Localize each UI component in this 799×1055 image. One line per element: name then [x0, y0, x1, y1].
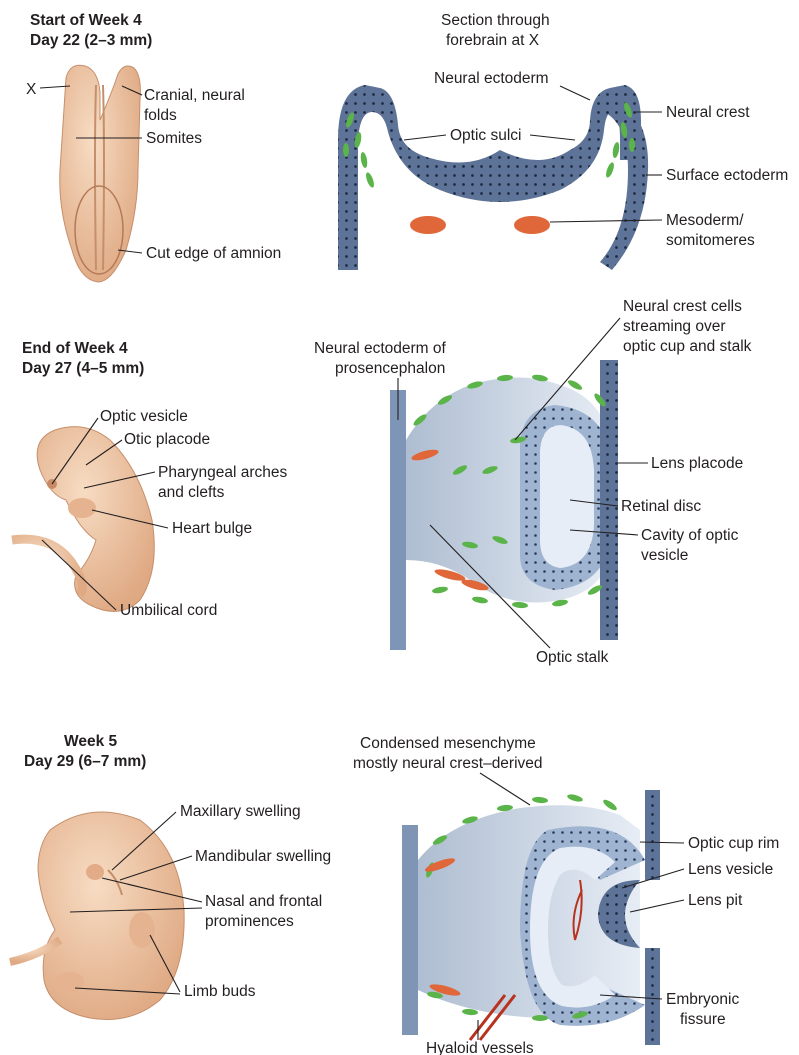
- label-somites: Somites: [146, 130, 202, 147]
- label-x: X: [26, 81, 37, 98]
- embryo-dorsal-view: [60, 65, 141, 282]
- optic-cup-section: [402, 790, 660, 1045]
- label-maxillary: Maxillary swelling: [180, 803, 301, 820]
- panel2-header-line2: Day 27 (4–5 mm): [22, 360, 144, 377]
- panel1-header-line1: Start of Week 4: [30, 12, 142, 29]
- label-nasal-2: prominences: [205, 913, 294, 930]
- label-lens-placode: Lens placode: [651, 455, 743, 472]
- label-optic-cup-rim: Optic cup rim: [688, 835, 779, 852]
- label-cranial-folds-1: Cranial, neural: [144, 87, 245, 104]
- label-limb-buds: Limb buds: [184, 983, 256, 1000]
- label-ne-prosencephalon-2: prosencephalon: [335, 360, 445, 377]
- panel1-header-line2: Day 22 (2–3 mm): [30, 32, 152, 49]
- label-retinal-disc: Retinal disc: [621, 498, 701, 515]
- label-umbilical-cord: Umbilical cord: [120, 602, 217, 619]
- label-pharyngeal-2: and clefts: [158, 484, 225, 501]
- label-cranial-folds-2: folds: [144, 107, 177, 124]
- label-ne-prosencephalon-1: Neural ectoderm of: [314, 340, 447, 357]
- label-cavity-2: vesicle: [641, 547, 688, 564]
- forebrain-cross-section: [338, 85, 648, 270]
- panel2-header-line1: End of Week 4: [22, 340, 128, 357]
- label-cut-edge-amnion: Cut edge of amnion: [146, 245, 281, 262]
- label-mesoderm-2: somitomeres: [666, 232, 755, 249]
- panel3-header-line1: Week 5: [64, 733, 118, 750]
- label-section-2: forebrain at X: [446, 32, 540, 49]
- label-optic-stalk: Optic stalk: [536, 649, 609, 666]
- label-nasal-1: Nasal and frontal: [205, 893, 322, 910]
- label-section-1: Section through: [441, 12, 550, 29]
- label-cavity-1: Cavity of optic: [641, 527, 739, 544]
- label-crest-cells-1: Neural crest cells: [623, 298, 742, 315]
- label-lens-vesicle: Lens vesicle: [688, 861, 773, 878]
- label-heart-bulge: Heart bulge: [172, 520, 252, 537]
- embryo-day27: [12, 427, 154, 612]
- panel-week4-start: Start of Week 4 Day 22 (2–3 mm) X Crania…: [26, 12, 788, 282]
- label-surface-ectoderm: Surface ectoderm: [666, 167, 788, 184]
- label-embryonic-2: fissure: [680, 1011, 726, 1028]
- label-otic-placode: Otic placode: [124, 431, 210, 448]
- panel-week4-end: End of Week 4 Day 27 (4–5 mm) Optic vesi…: [12, 298, 752, 666]
- label-lens-pit: Lens pit: [688, 892, 743, 909]
- label-crest-cells-2: streaming over: [623, 318, 726, 335]
- label-mandibular: Mandibular swelling: [195, 848, 331, 865]
- optic-vesicle-section: [390, 360, 618, 650]
- panel3-header-line2: Day 29 (6–7 mm): [24, 753, 146, 770]
- label-hyaloid: Hyaloid vessels: [426, 1040, 534, 1055]
- label-mesoderm-1: Mesoderm/: [666, 212, 744, 229]
- label-embryonic-1: Embryonic: [666, 991, 739, 1008]
- label-neural-ectoderm: Neural ectoderm: [434, 70, 549, 87]
- label-condensed-2: mostly neural crest–derived: [353, 755, 543, 772]
- embryo-day29: [10, 812, 184, 1020]
- label-pharyngeal-1: Pharyngeal arches: [158, 464, 287, 481]
- label-optic-sulci: Optic sulci: [450, 127, 522, 144]
- label-crest-cells-3: optic cup and stalk: [623, 338, 752, 355]
- panel-week5: Week 5 Day 29 (6–7 mm) Maxillary swellin…: [10, 733, 779, 1055]
- label-neural-crest: Neural crest: [666, 104, 750, 121]
- label-optic-vesicle: Optic vesicle: [100, 408, 188, 425]
- label-condensed-1: Condensed mesenchyme: [360, 735, 536, 752]
